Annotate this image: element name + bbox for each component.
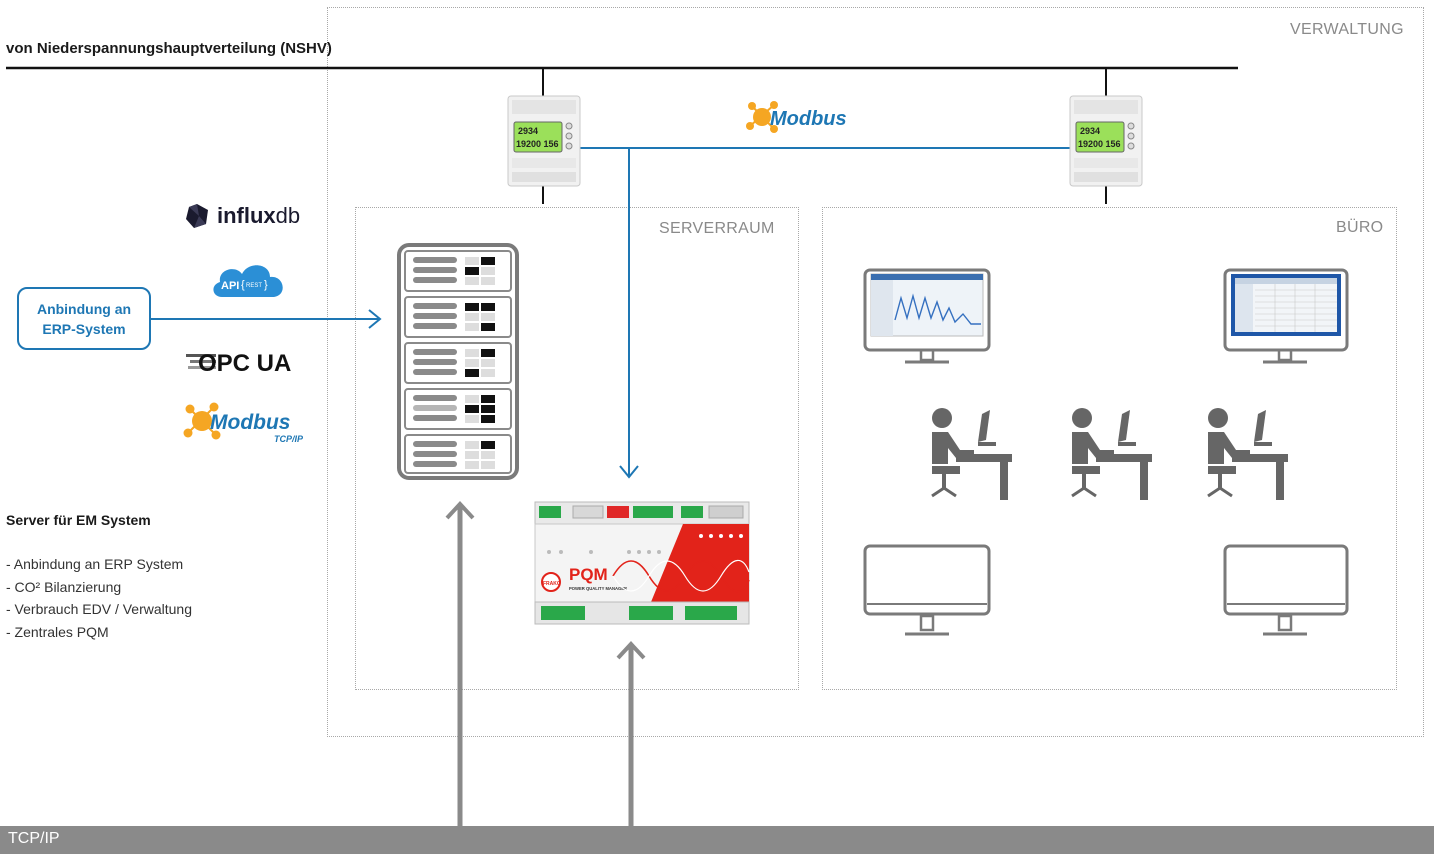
zone-buero-label: BÜRO — [1336, 219, 1384, 236]
pqm-device: FRAKO PQM POWER QUALITY MANAGER — [534, 501, 750, 625]
rack-unit-5 — [404, 434, 512, 474]
server-feature-list: - Anbindung an ERP System - CO² Bilanzie… — [6, 553, 192, 643]
modbus-side-sub-text: TCP/IP — [274, 434, 304, 444]
api-rest-text: REST — [246, 283, 262, 289]
tcp-ip-bar — [0, 826, 1434, 854]
meter-2-reading-1: 2934 — [1080, 126, 1100, 136]
server-feature-item: - CO² Bilanzierung — [6, 578, 122, 595]
zone-serverraum-label: SERVERRAUM — [659, 220, 775, 237]
nshv-label: von Niederspannungshauptverteilung (NSHV… — [6, 40, 332, 57]
monitor-blank-1 — [863, 544, 991, 636]
meter-2-reading-2: 19200 156 — [1078, 139, 1121, 149]
opc-ua-text: OPC UA — [198, 350, 291, 375]
office-worker-icon-3 — [1207, 408, 1288, 500]
pqm-subtitle-text: POWER QUALITY MANAGER — [569, 586, 627, 591]
tcp-ip-label: TCP/IP — [8, 830, 60, 847]
server-title: Server für EM System — [6, 512, 151, 528]
office-worker-icon-2 — [1071, 408, 1152, 500]
pqm-name-text: PQM — [569, 565, 608, 584]
meter-1-reading-1: 2934 — [518, 126, 538, 136]
influxdb-icon — [186, 204, 208, 228]
server-feature-item: - Anbindung an ERP System — [6, 556, 184, 572]
zone-buero — [822, 207, 1397, 690]
pqm-brand-text: FRAKO — [543, 581, 561, 587]
meter-1-reading-2: 19200 156 — [516, 139, 559, 149]
influxdb-text-light: db — [275, 203, 301, 228]
svg-text:}: } — [264, 279, 268, 291]
zone-verwaltung — [327, 7, 1424, 737]
svg-text:{: { — [241, 279, 245, 291]
energy-meter-2: 2934 19200 156 — [1069, 95, 1143, 187]
modbus-top-text: Modbus — [770, 108, 847, 130]
server-feature-item: - Verbrauch EDV / Verwaltung — [6, 601, 192, 617]
zone-serverraum — [355, 207, 799, 690]
office-worker-icon-1 — [931, 408, 1012, 500]
erp-arrowhead — [368, 309, 382, 329]
opc-ua-logo: OPC UA — [186, 350, 291, 375]
modbus-side-text: Modbus — [210, 411, 290, 434]
server-rack-icon — [397, 243, 519, 480]
zone-verwaltung-label: VERWALTUNG — [1290, 21, 1404, 38]
erp-box-line1: Anbindung an — [36, 300, 132, 317]
monitor-blank-2 — [1223, 544, 1349, 636]
monitor-table-screen — [1223, 268, 1349, 364]
rack-unit-2 — [404, 296, 512, 338]
api-rest-cloud-logo: API { REST } — [213, 265, 283, 297]
erp-box-line2: ERP-System — [42, 320, 126, 337]
erp-system-box: Anbindung an ERP-System — [17, 287, 151, 350]
monitor-chart-screen — [863, 268, 991, 364]
rack-unit-4 — [404, 388, 512, 430]
rack-unit-1 — [404, 250, 512, 292]
api-text: API — [221, 280, 239, 292]
modbus-logo-top: Modbus — [746, 101, 847, 133]
modbus-tcpip-logo: Modbus TCP/IP — [183, 402, 304, 444]
energy-meter-1: 2934 19200 156 — [507, 95, 581, 187]
influxdb-text-bold: influx — [217, 203, 276, 228]
server-feature-item: - Zentrales PQM — [6, 623, 109, 640]
modbus-arrowhead — [619, 465, 639, 479]
tcp-arrow-server-head — [445, 501, 475, 520]
tcp-arrow-pqm-head — [616, 641, 646, 660]
rack-unit-3 — [404, 342, 512, 384]
